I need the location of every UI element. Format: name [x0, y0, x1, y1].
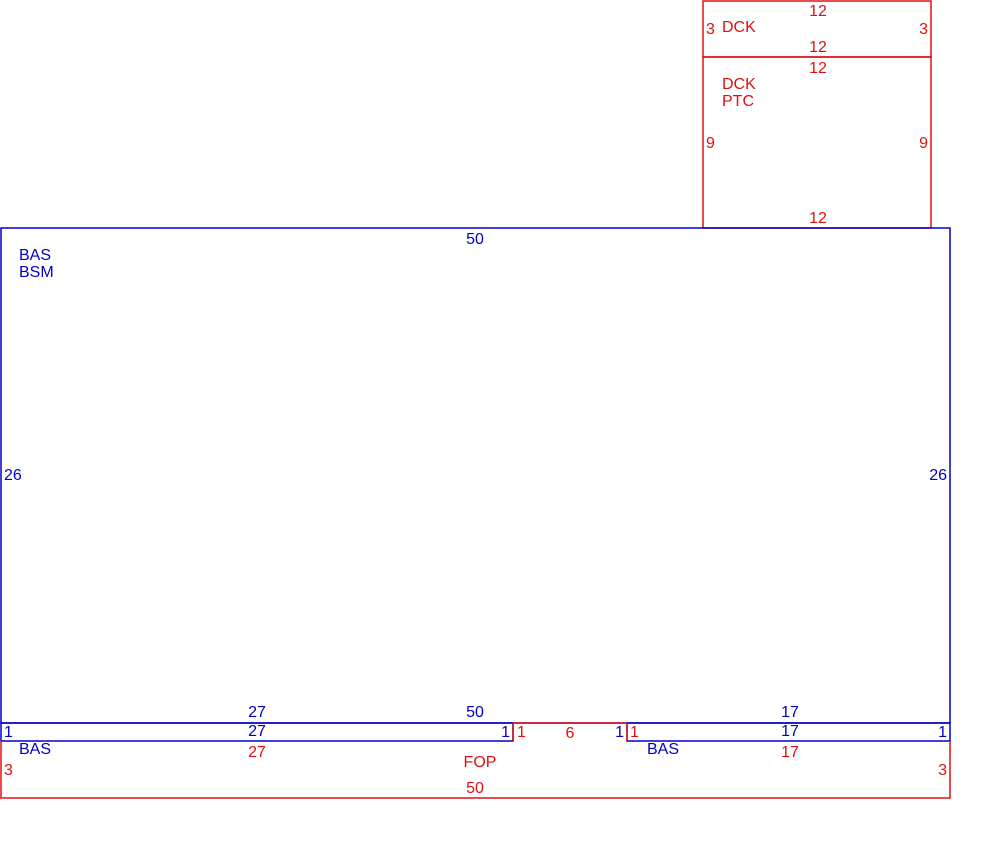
dck-ptc-top-dim: 12 [809, 60, 827, 77]
dck-ptc-left-dim: 9 [706, 135, 715, 152]
dck-left-dim: 3 [706, 21, 715, 38]
fop-right-dim: 3 [938, 762, 947, 779]
bas-left-top-outer-dim: 27 [248, 704, 266, 721]
bas-bsm-bottom-dim: 50 [466, 704, 484, 721]
bas-left-name: BAS [19, 741, 51, 758]
bas-right-top-dim: 17 [781, 723, 799, 740]
dck-name: DCK [722, 19, 756, 36]
fop-bottom-dim: 50 [466, 780, 484, 797]
dck-ptc-name-1: DCK [722, 76, 756, 93]
bas-left-top-dim: 27 [248, 723, 266, 740]
fop-gap-right-dim: 1 [630, 724, 639, 741]
bas-right-right-dim: 1 [938, 724, 947, 741]
dck-top-dim: 12 [809, 3, 827, 20]
bas-bsm-right-dim: 26 [929, 467, 947, 484]
fop-gap-left-dim: 1 [517, 724, 526, 741]
bas-bsm-name-2: BSM [19, 264, 54, 281]
dck-right-dim: 3 [919, 21, 928, 38]
bas-right-left-dim: 1 [615, 724, 624, 741]
bas-left-left-dim: 1 [4, 724, 13, 741]
bas-bsm-room [0, 227, 951, 724]
bas-bsm-name-1: BAS [19, 247, 51, 264]
dck-ptc-bottom-dim: 12 [809, 210, 827, 227]
bas-bsm-top-dim: 50 [466, 231, 484, 248]
fop-gap-width-dim: 6 [566, 725, 575, 742]
dck-ptc-right-dim: 9 [919, 135, 928, 152]
fop-seg-left-top-dim: 27 [248, 744, 266, 761]
bas-right-name: BAS [647, 741, 679, 758]
dck-ptc-name-2: PTC [722, 93, 754, 110]
bas-left-right-dim: 1 [501, 724, 510, 741]
fop-name: FOP [464, 754, 497, 771]
bas-bsm-left-dim: 26 [4, 467, 22, 484]
fop-seg-right-top-dim: 17 [781, 744, 799, 761]
fop-outline [0, 722, 951, 799]
bas-right-top-outer-dim: 17 [781, 704, 799, 721]
dck-bottom-dim: 12 [809, 39, 827, 56]
fop-left-dim: 3 [4, 762, 13, 779]
